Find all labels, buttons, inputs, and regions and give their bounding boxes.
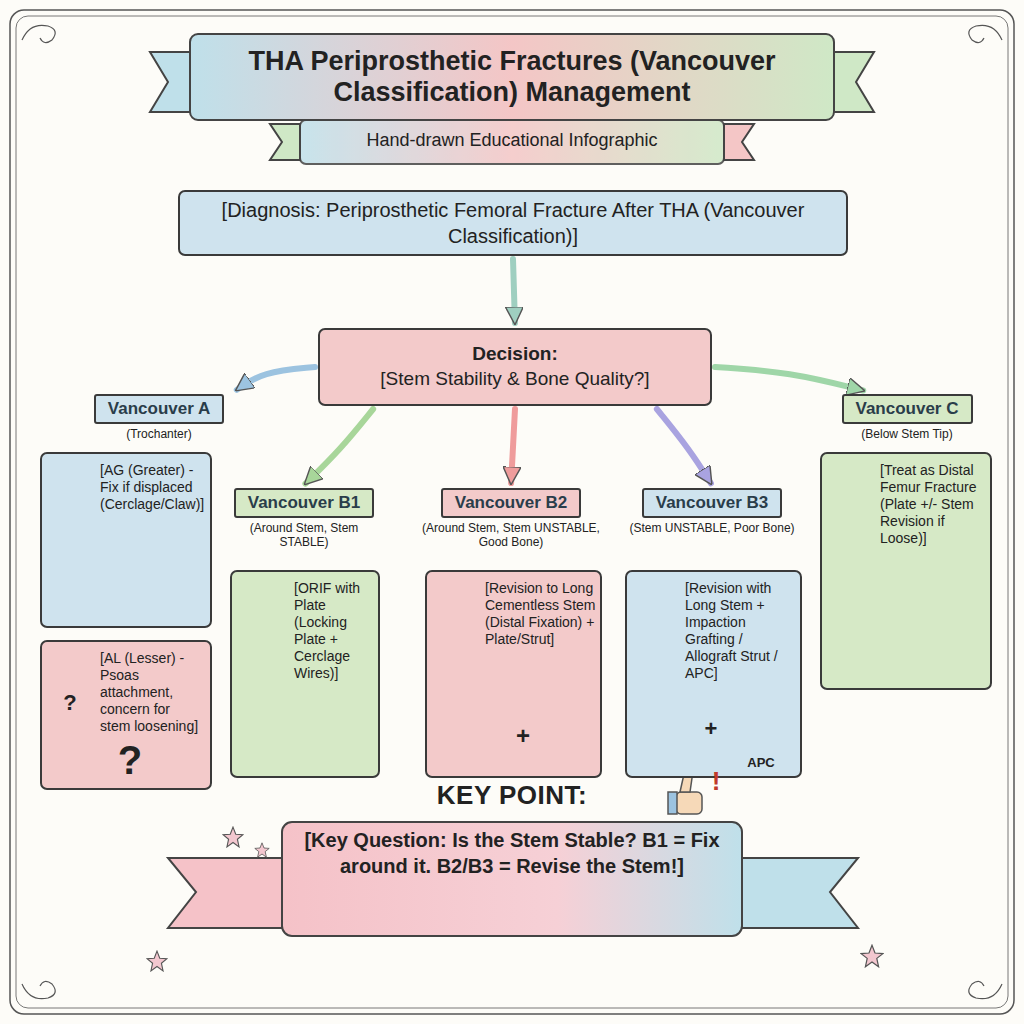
symbol-label: ? [60,690,80,716]
cuff [668,792,677,814]
process-box: [Diagnosis: Periprosthetic Femoral Fract… [178,190,848,256]
process-box: [Treat as Distal Femur Fracture (Plate +… [820,452,992,690]
ribbon-tail [168,858,282,928]
stars [147,827,883,971]
banner-tail [270,124,300,160]
page-frame [10,10,1014,1014]
star [147,951,167,971]
process-box: [ORIF with Plate (Locking Plate + Cercla… [230,570,380,778]
node-text: (Around Stem, Stem STABLE) [226,521,382,550]
flow-arrow [657,409,711,483]
frame-line [10,10,1014,1014]
thumbs-up [668,773,702,814]
class-ribbon: Vancouver B2 (Around Stem, Stem UNSTABLE,… [418,488,604,550]
node-heading: [Treat as Distal Femur Fracture (Plate +… [880,462,984,547]
flow-arrow [513,259,515,323]
ribbon-body [282,822,742,936]
node-heading: [AG (Greater) - Fix if displaced (Cercla… [100,462,204,513]
node-text: [Key Question: Is the Stem Stable? B1 = … [292,827,732,879]
class-ribbon: Vancouver B3 (Stem UNSTABLE, Poor Bone) [620,488,804,535]
node-text: (Below Stem Tip) [812,427,1002,441]
title-banner [150,34,874,164]
flow-arrow [511,409,515,483]
node-heading: Vancouver A [94,394,224,424]
ribbon-tail [742,858,858,928]
decision-box: Decision:[Stem Stability & Bone Quality?… [318,328,712,406]
symbol-label: APC [736,755,786,770]
node-heading: Vancouver B2 [441,488,581,518]
node-heading: [ORIF with Plate (Locking Plate + Cercla… [294,580,374,682]
frame-curl [22,981,55,998]
node-heading: Vancouver B1 [234,488,374,518]
banner-body [190,34,834,120]
node-text: (Around Stem, Stem UNSTABLE, Good Bone) [418,521,604,550]
node-heading: KEY POINT: [282,780,742,811]
flow-arrow [715,367,863,391]
node-text: (Stem UNSTABLE, Poor Bone) [620,521,804,535]
node-heading: Decision: [332,342,698,367]
frame-curl [969,25,1002,42]
banner-tail [834,52,874,112]
banner-tail [150,52,190,112]
process-box: [AG (Greater) - Fix if displaced (Cercla… [40,452,212,628]
class-ribbon: Vancouver B1 (Around Stem, Stem STABLE) [226,488,382,550]
class-ribbon: Vancouver A (Trochanter) [40,394,278,441]
star [255,843,269,857]
flow-arrow [305,409,373,484]
symbol-label: ? [110,738,150,783]
class-ribbon: Vancouver C (Below Stem Tip) [812,394,1002,441]
frame-curl [969,981,1002,998]
node-heading: [Diagnosis: Periprosthetic Femoral Fract… [196,197,830,249]
node-heading: [Revision to Long Cementless Stem (Dista… [485,580,596,648]
symbol-label: ! [706,766,726,797]
banner-body [300,120,724,164]
flow-arrow [237,367,315,390]
node-heading: [AL (Lesser) - Psoas attachment, concern… [100,650,204,735]
frame-line [16,16,1008,1008]
node-heading: Vancouver B3 [642,488,782,518]
key-point-ribbon: KEY POINT: [Key Question: Is the Stem Sta… [282,780,742,879]
process-box: [Revision with Long Stem + Impaction Gra… [625,570,802,778]
star [223,827,243,847]
node-text: [Stem Stability & Bone Quality?] [332,367,698,392]
symbol-label: + [700,716,722,742]
title-text: THA Periprosthetic Fractures (Vancouver … [200,46,824,108]
process-box: [Revision to Long Cementless Stem (Dista… [425,570,602,778]
hand [676,792,702,814]
star [861,945,883,967]
subtitle-text: Hand-drawn Educational Infographic [300,130,724,151]
node-heading: Vancouver C [842,394,973,424]
symbol-label: + [508,722,538,750]
key-ribbon [168,822,858,936]
node-text: (Trochanter) [40,427,278,441]
frame-curl [22,25,55,42]
banner-tail [724,124,754,160]
node-heading: [Revision with Long Stem + Impaction Gra… [685,580,796,682]
